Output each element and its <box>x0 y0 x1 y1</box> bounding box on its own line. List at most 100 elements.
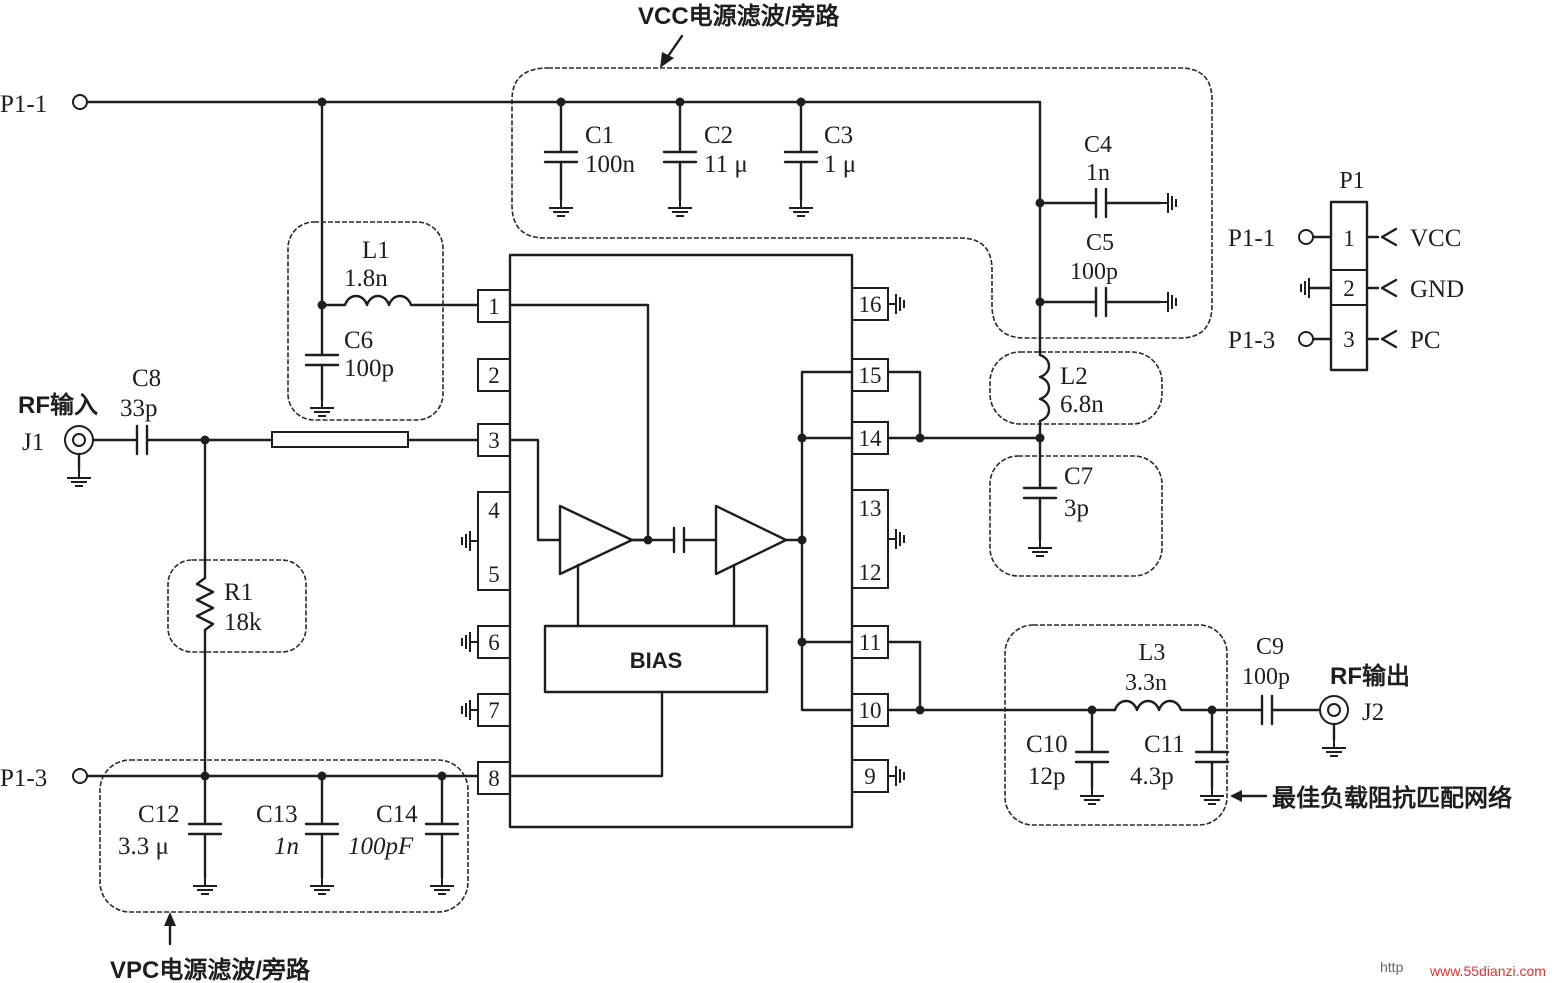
terminal-p1-3-icon[interactable] <box>72 768 88 784</box>
terminal-icon[interactable] <box>1298 229 1314 245</box>
watermark-prefix: http <box>1380 959 1404 975</box>
c12-value: 3.3 μ <box>118 833 169 860</box>
node-dot <box>797 535 807 545</box>
ic-pin-14: 14 <box>859 426 883 451</box>
c14-value: 100pF <box>348 833 414 860</box>
c1-value: 100n <box>585 151 636 178</box>
c6-value: 100p <box>344 355 394 382</box>
c11-value: 4.3p <box>1130 763 1174 790</box>
ic-pin-16: 16 <box>859 292 882 317</box>
capacitor-c14-icon <box>424 774 460 895</box>
amplifier-stage-2-icon <box>714 370 854 712</box>
ic-pin-1: 1 <box>488 294 500 319</box>
ic-pin-13: 13 <box>859 496 882 521</box>
connector-port-1: P1-1 <box>1228 225 1275 252</box>
l2-ref: L2 <box>1060 363 1088 390</box>
c11-ref: C11 <box>1144 731 1185 758</box>
c8-ref: C8 <box>132 365 161 392</box>
l1-ref: L1 <box>362 237 390 264</box>
vpc-annotation-arrow-icon <box>164 912 176 946</box>
c14-ref: C14 <box>376 801 418 828</box>
vcc-annotation-arrow-icon <box>660 34 684 68</box>
vpc-filter-outline <box>99 759 469 913</box>
ic-pin-2: 2 <box>488 363 500 388</box>
ic-pin-3: 3 <box>488 428 500 453</box>
connector-pin-3: 3 <box>1343 327 1355 352</box>
c13-value: 1n <box>274 833 299 860</box>
node-dot <box>915 433 925 443</box>
ic-pin-12: 12 <box>859 560 882 585</box>
node-dot <box>643 535 653 545</box>
c9-ref: C9 <box>1256 634 1284 660</box>
capacitor-c1-icon <box>543 100 579 217</box>
capacitor-c6-icon <box>304 353 340 417</box>
vcc-rail-wire <box>85 100 1042 357</box>
rf-output-label: RF输出 <box>1330 662 1410 690</box>
c12-ref: C12 <box>138 801 180 828</box>
c8-value: 33p <box>120 395 158 422</box>
l2-value: 6.8n <box>1060 391 1104 418</box>
c2-ref: C2 <box>704 122 733 149</box>
capacitor-c10-icon <box>1074 708 1110 805</box>
ground-pin-7-icon <box>461 699 479 721</box>
inductor-l2-icon <box>1038 353 1051 440</box>
ic-pin-10: 10 <box>859 698 882 723</box>
connector-pin-2: 2 <box>1343 276 1355 301</box>
resistor-r1-icon <box>195 576 215 632</box>
capacitor-c13-icon <box>304 774 340 895</box>
ic-pin-8: 8 <box>488 766 500 791</box>
capacitor-c9-icon <box>1260 694 1322 726</box>
ground-pin-9-icon <box>887 765 905 787</box>
c5-value: 100p <box>1070 259 1118 285</box>
c4-value: 1n <box>1086 160 1110 186</box>
terminal-p1-1-icon[interactable] <box>72 94 88 110</box>
l1-value: 1.8n <box>344 265 388 292</box>
c3-value: 1 μ <box>824 151 856 178</box>
signal-vcc-label: VCC <box>1410 225 1461 252</box>
rf-output-connector-j2-icon[interactable] <box>1319 695 1349 757</box>
ic-pin-15: 15 <box>859 363 882 388</box>
load-match-annotation: 最佳负载阻抗匹配网络 <box>1272 784 1512 812</box>
c13-ref: C13 <box>256 801 298 828</box>
port-p1-3-label: P1-3 <box>0 765 47 792</box>
capacitor-c3-icon <box>783 100 819 217</box>
inductor-l1-icon <box>320 294 480 307</box>
connector-pin-1: 1 <box>1343 226 1355 251</box>
ground-pin-4-5-icon <box>461 530 479 552</box>
c4-ref: C4 <box>1084 132 1112 158</box>
c9-value: 100p <box>1242 664 1290 690</box>
load-match-outline <box>1004 624 1228 826</box>
node-dot <box>797 433 807 443</box>
inductor-l3-icon <box>1113 699 1264 712</box>
r1-ref: R1 <box>224 579 253 606</box>
l3-value: 3.3n <box>1125 670 1167 696</box>
ic-pin-6: 6 <box>488 630 500 655</box>
terminal-icon[interactable] <box>1298 331 1314 347</box>
vcc-filter-annotation: VCC电源滤波/旁路 <box>638 2 840 30</box>
c5-ref: C5 <box>1086 230 1114 256</box>
ground-connector-icon <box>1300 278 1333 298</box>
port-j2-label: J2 <box>1362 699 1384 726</box>
c10-ref: C10 <box>1026 731 1068 758</box>
r1-outline <box>167 559 307 653</box>
ground-pin-16-icon <box>887 293 905 315</box>
l1-c6-outline <box>287 221 444 421</box>
signal-pc-label: PC <box>1410 327 1441 354</box>
connector-arrow-icons <box>1365 227 1398 349</box>
c7-ref: C7 <box>1064 463 1093 490</box>
c3-ref: C3 <box>824 122 853 149</box>
c7-value: 3p <box>1064 495 1089 522</box>
capacitor-c11-icon <box>1194 708 1230 805</box>
bias-label: BIAS <box>630 648 683 673</box>
watermark-site: www.55dianzi.com <box>1429 963 1546 979</box>
port-j1-label: J1 <box>22 429 44 456</box>
rf-input-connector-j1-icon[interactable] <box>64 425 94 487</box>
port-p1-1-label: P1-1 <box>0 91 47 118</box>
rf-input-label: RF输入 <box>18 391 98 419</box>
connector-port-3: P1-3 <box>1228 327 1275 354</box>
vpc-filter-annotation: VPC电源滤波/旁路 <box>110 956 311 983</box>
bias-to-pin8-wire <box>508 690 664 778</box>
node-dot <box>915 705 925 715</box>
bias-block <box>543 624 769 694</box>
